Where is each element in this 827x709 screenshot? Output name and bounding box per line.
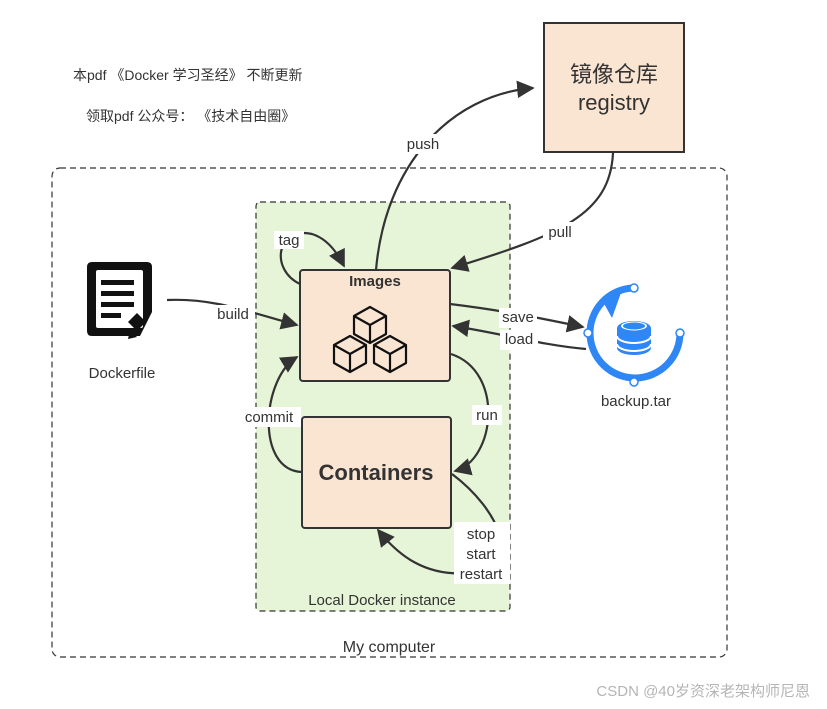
build-label: build (217, 306, 249, 323)
stacked-cubes-icon (332, 305, 408, 374)
my-computer-box (51, 167, 728, 658)
load-label: load (505, 331, 533, 348)
save-label: save (502, 309, 534, 326)
pull-arrow (450, 152, 615, 272)
document-edit-icon (87, 262, 152, 339)
dockerfile-label: Dockerfile (89, 365, 156, 382)
registry-label-line-2: registry (578, 90, 650, 115)
commit-label: commit (245, 409, 294, 426)
header-line-2: 领取pdf 公众号： 《技术自由圈》 (86, 108, 295, 124)
start-label: start (466, 546, 496, 563)
watermark: CSDN @40岁资深老架构师尼恩 (596, 683, 810, 700)
tag-label: tag (279, 232, 300, 249)
registry-node (543, 22, 685, 153)
pull-label: pull (548, 224, 571, 241)
my-computer-label: My computer (343, 639, 436, 656)
header-line-1: 本pdf 《Docker 学习圣经》 不断更新 (73, 67, 302, 83)
local-docker-instance-label: Local Docker instance (308, 592, 456, 609)
run-label: run (476, 407, 498, 424)
stop-label: stop (467, 526, 495, 543)
images-node (299, 269, 451, 382)
images-label: Images (349, 273, 401, 290)
tag-arrow (279, 231, 345, 285)
containers-node (301, 416, 452, 529)
containers-label: Containers (319, 460, 434, 485)
restart-label: restart (460, 566, 503, 583)
database-backup-icon (583, 283, 685, 387)
registry-label-line-1: 镜像仓库 (570, 62, 658, 87)
push-label: push (407, 136, 440, 153)
backup-label: backup.tar (601, 393, 671, 410)
